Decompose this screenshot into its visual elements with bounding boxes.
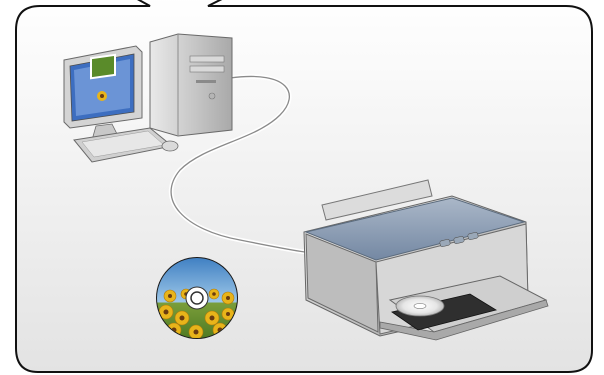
sunflower-disc-icon <box>156 257 238 339</box>
